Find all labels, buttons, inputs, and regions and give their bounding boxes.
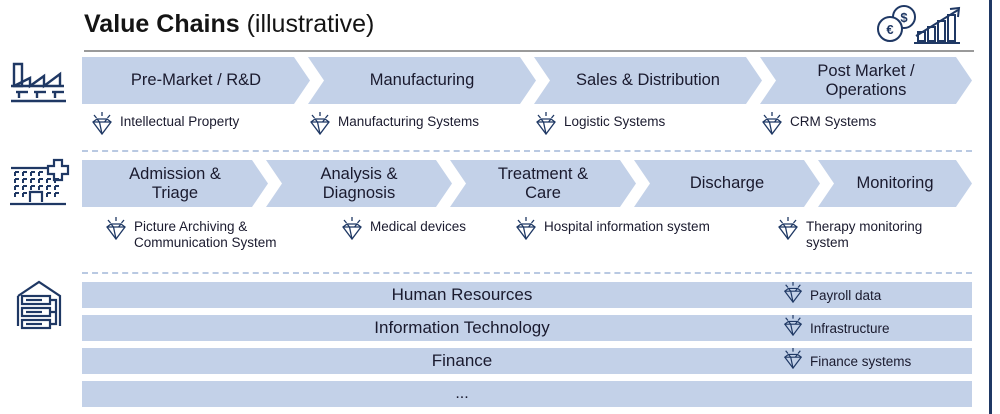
stage-label: Monitoring: [856, 174, 934, 193]
support-bar-human-resources[interactable]: Human Resources Payroll data: [82, 281, 972, 310]
support-bar-subitem[interactable]: Infrastructure: [782, 314, 890, 343]
euro-symbol: €: [886, 22, 893, 37]
growth-bar-chart-icon: [914, 6, 961, 44]
clinical-pathway-stages: Admission & Triage Analysis & Diagnosis …: [82, 160, 972, 207]
divider-top: [82, 150, 972, 152]
title-rule: [84, 50, 974, 52]
euro-dollar-coins-icon: [877, 5, 916, 42]
stage-label: Post Market / Operations: [817, 61, 915, 99]
subitem-label: Manufacturing Systems: [338, 114, 480, 129]
diamond-icon: [534, 111, 558, 142]
diamond-icon: [782, 281, 804, 310]
page-title: Value Chains (illustrative): [84, 10, 374, 39]
stage-label: Pre-Market / R&D: [130, 71, 262, 90]
header: Value Chains (illustrative) $ €: [84, 5, 974, 52]
clinical-pathway-row: Admission & Triage Analysis & Diagnosis …: [82, 160, 972, 250]
stage-pre-market-rd[interactable]: Pre-Market / R&D: [82, 57, 310, 104]
diamond-icon: [104, 216, 128, 247]
subitem-medical-devices[interactable]: Medical devices: [340, 216, 466, 247]
page-title-light: (illustrative): [239, 10, 375, 38]
subitem-label: Hospital information system: [544, 219, 710, 234]
divider-bottom: [82, 272, 972, 274]
diamond-icon: [308, 111, 332, 142]
subitem-hospital-information-system[interactable]: Hospital information system: [514, 216, 710, 247]
rail-icon-hospital: [8, 158, 70, 213]
subitem-picture-archiving[interactable]: Picture Archiving & Communication System: [104, 216, 277, 252]
stage-monitoring[interactable]: Monitoring: [818, 160, 972, 207]
support-bar-sub-label: Infrastructure: [810, 320, 890, 336]
page-title-strong: Value Chains: [84, 10, 240, 38]
support-bar-label: Finance: [431, 351, 493, 370]
subitem-manufacturing-systems[interactable]: Manufacturing Systems: [308, 111, 479, 142]
value-chain-stages: Pre-Market / R&D Manufacturing Sales & D…: [82, 57, 972, 104]
rail-icon-datacenter-warehouse: [8, 278, 70, 335]
support-bar-label: Human Resources: [391, 285, 533, 304]
support-bar-sub-label: Finance systems: [810, 353, 912, 369]
stage-discharge[interactable]: Discharge: [634, 160, 820, 207]
diamond-icon: [340, 216, 364, 247]
stage-label: Sales & Distribution: [576, 71, 720, 90]
subitem-label: Medical devices: [370, 219, 467, 234]
stage-sales-distribution[interactable]: Sales & Distribution: [534, 57, 762, 104]
header-icons: $ €: [868, 4, 972, 50]
subitem-crm-systems[interactable]: CRM Systems: [760, 111, 876, 142]
stage-label: Manufacturing: [369, 71, 475, 90]
dollar-symbol: $: [900, 10, 908, 25]
subitem-intellectual-property[interactable]: Intellectual Property: [90, 111, 239, 142]
stage-manufacturing[interactable]: Manufacturing: [308, 57, 536, 104]
value-chain-row: Pre-Market / R&D Manufacturing Sales & D…: [82, 57, 972, 136]
subitem-label: Picture Archiving & Communication System: [134, 219, 277, 251]
stage-admission-triage[interactable]: Admission & Triage: [82, 160, 268, 207]
diamond-icon: [776, 216, 800, 247]
support-bar-more[interactable]: ...: [82, 381, 972, 407]
support-bar-information-technology[interactable]: Information Technology Infrastructure: [82, 314, 972, 343]
subitem-label: CRM Systems: [790, 114, 877, 129]
support-bar-subitem[interactable]: Finance systems: [782, 347, 912, 376]
subitem-label: Intellectual Property: [120, 114, 240, 129]
subitem-logistic-systems[interactable]: Logistic Systems: [534, 111, 665, 142]
stage-treatment-care[interactable]: Treatment & Care: [450, 160, 636, 207]
subitem-therapy-monitoring-system[interactable]: Therapy monitoring system: [776, 216, 922, 252]
stage-label: Analysis & Diagnosis: [320, 164, 398, 202]
diamond-icon: [782, 347, 804, 376]
stage-analysis-diagnosis[interactable]: Analysis & Diagnosis: [266, 160, 452, 207]
right-frame-border: [989, 0, 992, 414]
support-bar-label: ...: [455, 385, 469, 402]
support-bar-subitem[interactable]: Payroll data: [782, 281, 882, 310]
support-bar-sub-label: Payroll data: [810, 287, 882, 303]
subitem-label: Therapy monitoring system: [806, 219, 923, 251]
stage-label: Admission & Triage: [129, 164, 221, 202]
diamond-icon: [514, 216, 538, 247]
diamond-icon: [760, 111, 784, 142]
stage-label: Discharge: [689, 174, 765, 193]
support-bar-finance[interactable]: Finance Finance systems: [82, 347, 972, 376]
rail-icon-factory: [8, 56, 70, 109]
subitem-label: Logistic Systems: [564, 114, 666, 129]
stage-post-market-operations[interactable]: Post Market / Operations: [760, 57, 972, 104]
stage-label: Treatment & Care: [497, 164, 589, 202]
support-bar-label: Information Technology: [374, 318, 550, 337]
diamond-icon: [782, 314, 804, 343]
diamond-icon: [90, 111, 114, 142]
